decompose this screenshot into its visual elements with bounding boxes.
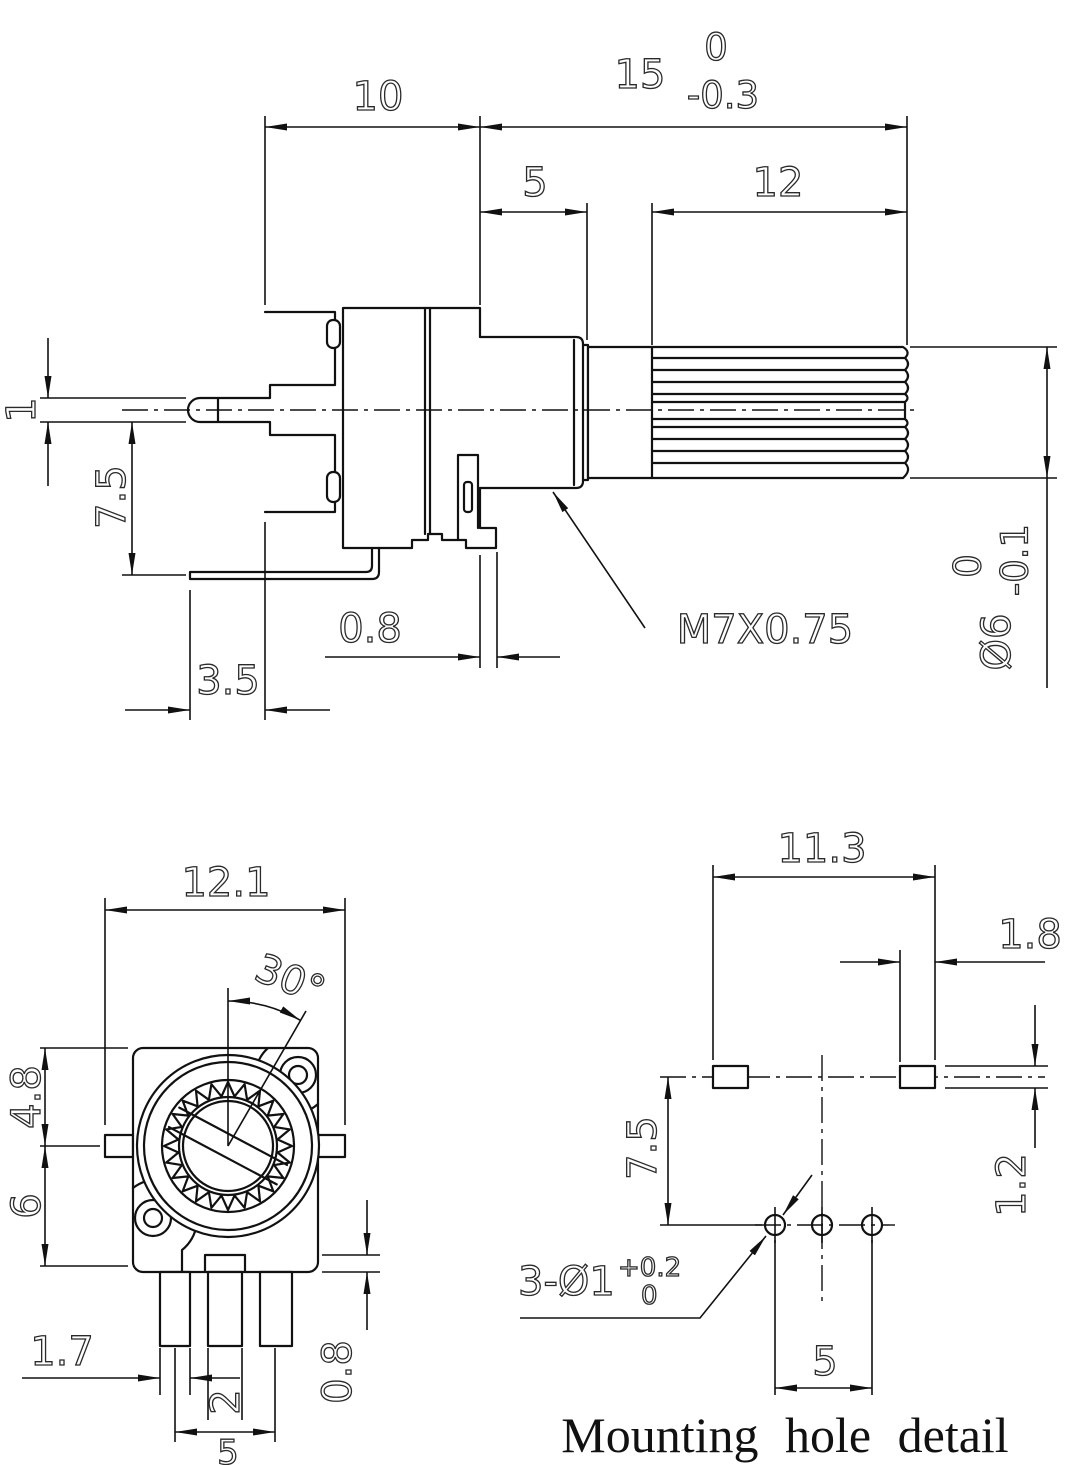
dim-label-body-depth: 10: [353, 74, 404, 120]
shaft: [586, 345, 910, 480]
dim-label-pin-thickness: 0.8: [315, 1340, 361, 1404]
dim-label-row-offset: 7.5: [620, 1116, 666, 1180]
dim-label-shaft-length-tol-lower: -0.3: [687, 74, 759, 117]
center-pin-bracket: [203, 1253, 247, 1274]
detail-extension-lines-top: [712, 865, 936, 1062]
dim-label-pin-width: 1.7: [30, 1329, 94, 1375]
upper-mounting-tab: [263, 310, 337, 322]
dim-label-pin-offset: 7.5: [89, 465, 135, 529]
mount-hole-bottom-left-inner: [142, 1207, 164, 1229]
front-extension-lines-right: [322, 1254, 380, 1273]
dim-arc-angle: [227, 997, 301, 1022]
detail-extension-lines-bottom: [774, 1240, 873, 1395]
lower-tab-rivet: [325, 470, 342, 504]
dim-label-shaft-length: 15: [615, 52, 666, 98]
mount-hole-top-right-inner: [287, 1064, 309, 1086]
bracket-slot: [462, 480, 474, 514]
dim-label-shaft-diameter-tol-upper: 0: [947, 554, 990, 578]
terminal-pin-center: [206, 1270, 244, 1348]
left-side-tab: [103, 1133, 135, 1159]
pin-hole-left: [763, 1213, 787, 1237]
dim-label-bracket: 0.8: [338, 606, 402, 652]
side-view: 10 15 0 -0.3 5 12 1 7.5 3.5: [0, 25, 1057, 720]
terminal-pin-right: [258, 1270, 294, 1348]
dim-label-pin-spacing: 3.5: [196, 658, 260, 704]
terminal-pin-left: [158, 1270, 192, 1348]
dim-label-hole-pitch: 5: [812, 1339, 837, 1385]
tab-slot-left: [711, 1064, 750, 1090]
dim-label-tab-spacing: 11.3: [777, 826, 866, 872]
front-view: 12.1 30° 4.8 6 0.8: [3, 859, 380, 1465]
hole-callout-leader: [520, 1235, 767, 1319]
side-extension-lines-top: [264, 116, 908, 345]
hole-callout: 3-Ø1: [518, 1259, 615, 1305]
dim-label-tab-height: 1.2: [989, 1153, 1035, 1217]
detail-extension-lines-right: [945, 1065, 1048, 1089]
lower-mounting-tab: [263, 500, 337, 514]
dim-label-pin-thickness: 1: [0, 397, 45, 422]
center-terminal: [186, 346, 337, 474]
thread-callout: M7X0.75: [677, 607, 853, 653]
dim-label-tab-width: 1.8: [998, 912, 1062, 958]
hole-callout-arrow: [782, 1174, 813, 1216]
hole-tol-lower: 0: [641, 1281, 658, 1311]
front-extension-lines-bottom: [159, 1348, 276, 1442]
hole-crosshairs: [774, 1207, 873, 1243]
right-side-tab: [316, 1133, 347, 1159]
pin-hole-center: [810, 1213, 834, 1237]
thread-leader-line: [552, 491, 646, 629]
mounting-bracket: [456, 453, 480, 542]
dim-label-shaft-diameter-tol-lower: -0.1: [994, 524, 1037, 596]
shaft-knurling: [650, 345, 907, 480]
threaded-bushing: [478, 335, 585, 490]
upper-tab-rivet: [325, 318, 342, 350]
dim-label-width: 12.1: [181, 860, 270, 906]
dim-label-upper-height: 4.8: [4, 1065, 50, 1129]
housing-outline: [341, 306, 498, 550]
shaft-diameter-extension-lines: [910, 346, 1057, 688]
dim-label-shaft-length-tol-upper: 0: [704, 26, 728, 69]
dim-label-lower-height: 6: [4, 1193, 50, 1218]
serrated-ring: [162, 1080, 294, 1212]
mounting-hole-detail: 11.3 1.8 1.2 7.5 3-Ø1 +0.2 0 5 Mounting …: [517, 825, 1062, 1463]
housing-seam-lines: [423, 306, 432, 536]
dim-label-center-pin-width: 2: [203, 1389, 249, 1414]
dim-label-thread-length: 5: [522, 160, 547, 206]
detail-title: Mounting hole detail: [561, 1407, 1008, 1463]
hole-tol-upper: +0.2: [618, 1253, 681, 1283]
dim-label-knurl-length: 12: [753, 160, 804, 206]
dim-label-pin-pitch: 5: [217, 1433, 239, 1465]
side-extension-lines-bottom: [189, 522, 498, 720]
dim-label-shaft-diameter: Ø6: [974, 614, 1020, 671]
front-extension-lines-width: [104, 898, 346, 1125]
tab-slot-right: [898, 1064, 937, 1090]
pin-hole-right: [860, 1213, 884, 1237]
front-extension-lines-left: [40, 1047, 128, 1267]
bent-terminal: [188, 546, 381, 581]
